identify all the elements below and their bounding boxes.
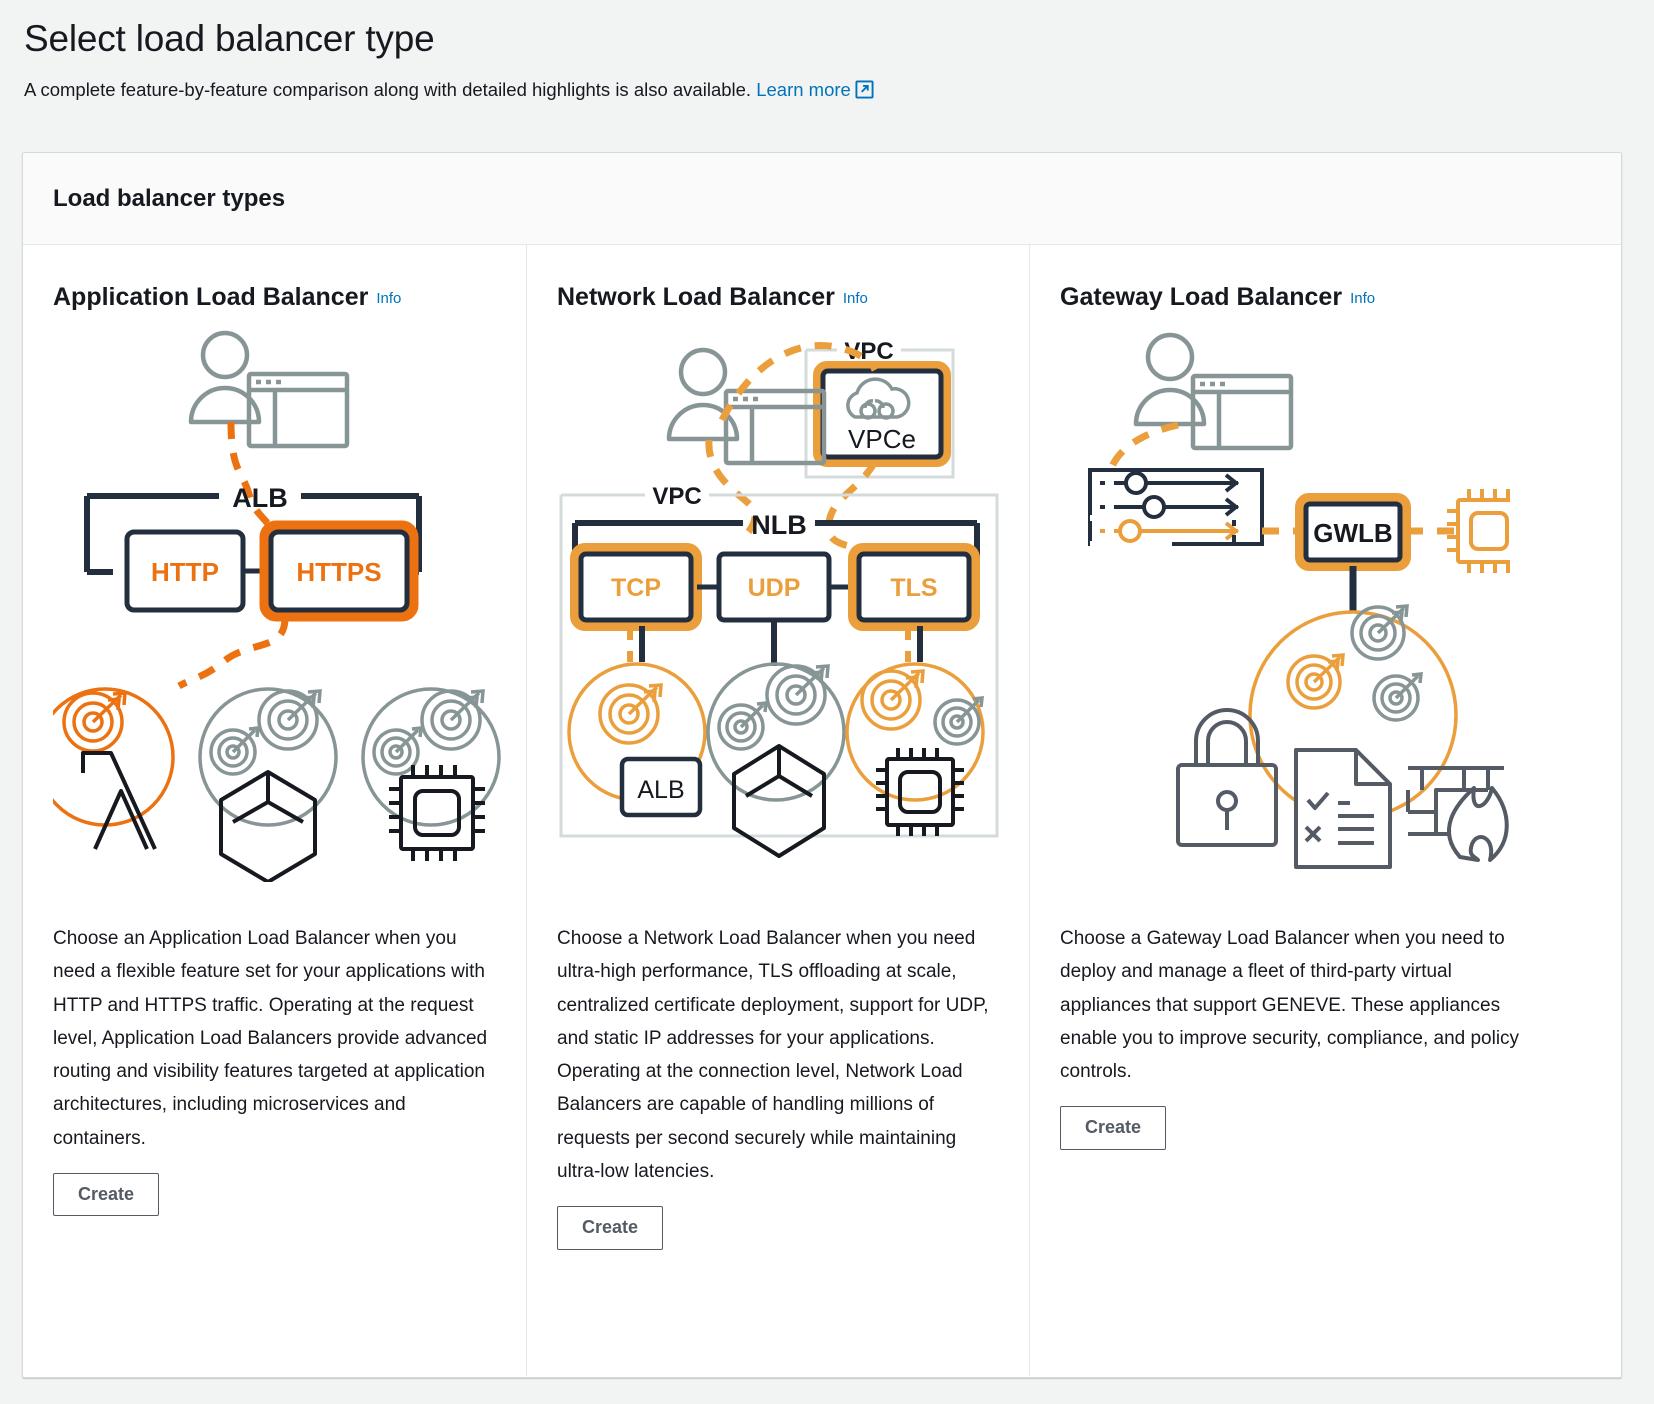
- vpce-box: VPCe: [813, 361, 951, 467]
- target-group-container: [706, 662, 846, 858]
- lambda-icon: [81, 751, 157, 850]
- info-link-gwlb[interactable]: Info: [1350, 290, 1376, 307]
- create-button-nlb[interactable]: Create: [557, 1206, 664, 1250]
- listener-tcp-box[interactable]: TCP: [570, 543, 702, 631]
- diagram-alb-svg: ALB HTTP HTTPS: [53, 330, 501, 882]
- learn-more-link[interactable]: Learn more: [756, 79, 851, 100]
- diagram-gwlb-svg: GWLB: [1088, 332, 1510, 869]
- info-link-nlb[interactable]: Info: [842, 290, 868, 307]
- page-header: Select load balancer type A complete fea…: [0, 0, 1654, 105]
- load-balancer-types-container: Load balancer types Application Load Bal…: [22, 152, 1622, 1378]
- target-icon-gray-small-2: [933, 696, 984, 746]
- target-icon-orange: [598, 683, 663, 745]
- load-balancer-cards: Application Load Balancer Info: [23, 245, 1621, 1376]
- listener-https-box[interactable]: HTTPS: [259, 520, 419, 622]
- gwlb-label: GWLB: [1313, 518, 1392, 548]
- target-icon-gray-2: [1372, 672, 1423, 722]
- card-title-nlb-text: Network Load Balancer: [557, 283, 835, 311]
- traffic-path-client-to-https: [227, 421, 279, 541]
- user-browser-icon: [666, 347, 827, 466]
- alb-bracket: [84, 493, 422, 575]
- card-application-load-balancer: Application Load Balancer Info: [23, 245, 526, 1376]
- target-icon-gray-small: [717, 701, 768, 751]
- card-title-gwlb: Gateway Load Balancer Info: [1060, 283, 1591, 312]
- alb-target-box: ALB: [619, 756, 703, 818]
- card-title-alb: Application Load Balancer Info: [53, 283, 496, 312]
- vpce-label: VPCe: [848, 424, 916, 454]
- target-icon-gray-small: [209, 726, 260, 776]
- ec2-instance-icon: [389, 765, 485, 861]
- traffic-path-https-to-target: [177, 617, 289, 690]
- target-group-ec2: [361, 687, 501, 861]
- vpc-frame-top: [804, 348, 955, 479]
- target-icon-gray-large-2: [420, 689, 485, 751]
- card-description-alb: Choose an Application Load Balancer when…: [53, 928, 488, 1149]
- card-network-load-balancer: Network Load Balancer Info VPC: [526, 245, 1029, 1376]
- diagram-nlb: VPC VPCe: [557, 322, 999, 922]
- listener-tcp-label: TCP: [611, 574, 661, 602]
- ec2-instance-icon: [1447, 489, 1510, 573]
- cloud-icon: [846, 377, 911, 420]
- listener-udp-label: UDP: [748, 574, 801, 602]
- diagram-gwlb: GWLB: [1060, 322, 1591, 922]
- ec2-instance-icon: [876, 748, 964, 836]
- card-gateway-load-balancer: Gateway Load Balancer Info: [1029, 245, 1621, 1376]
- traffic-path-client-to-vpce: [718, 342, 879, 422]
- listener-udp-box[interactable]: UDP: [716, 551, 832, 623]
- vpc-frame-main: [559, 493, 999, 838]
- gwlb-box: GWLB: [1295, 493, 1411, 571]
- card-title-nlb: Network Load Balancer Info: [557, 283, 999, 312]
- listener-tls-label: TLS: [890, 574, 937, 602]
- card-title-alb-text: Application Load Balancer: [53, 283, 369, 311]
- card-title-gwlb-text: Gateway Load Balancer: [1060, 283, 1343, 311]
- diagram-nlb-svg: VPC VPCe: [559, 338, 999, 858]
- target-label-alb: ALB: [637, 776, 684, 804]
- target-icon-orange-2: [860, 669, 925, 731]
- card-description-gwlb: Choose a Gateway Load Balancer when you …: [1060, 928, 1520, 1082]
- page-title: Select load balancer type: [24, 18, 435, 59]
- user-browser-icon: [188, 330, 350, 449]
- traffic-path-vpce-to-tls: [825, 460, 879, 554]
- external-link-icon: [855, 80, 874, 106]
- create-button-alb[interactable]: Create: [53, 1172, 160, 1217]
- target-group-appliances: [1176, 604, 1509, 869]
- listener-tls-box[interactable]: TLS: [848, 543, 980, 631]
- page-subtitle-text: A complete feature-by-feature comparison…: [24, 78, 752, 100]
- target-icon-gray-small-2: [372, 726, 423, 776]
- target-group-alb: ALB: [567, 662, 707, 818]
- compliance-document-icon: [1294, 748, 1392, 869]
- learn-more-label: Learn more: [756, 78, 851, 100]
- create-button-gwlb[interactable]: Create: [1060, 1106, 1167, 1150]
- firewall-icon: [1406, 766, 1509, 862]
- target-icon-orange: [1286, 653, 1345, 710]
- target-icon-gray-1: [1350, 604, 1409, 661]
- container-icon: [732, 744, 826, 858]
- vpc-label-main: VPC: [652, 483, 701, 510]
- traffic-path-client-to-tcp: [705, 439, 759, 541]
- target-icon-gray-large: [765, 664, 830, 726]
- section-title: Load balancer types: [53, 184, 286, 212]
- target-icon-gray-large: [257, 689, 322, 751]
- card-description-nlb: Choose a Network Load Balancer when you …: [557, 928, 989, 1182]
- target-group-lambda: [53, 687, 175, 850]
- listener-http-label: HTTP: [151, 557, 219, 587]
- target-group-container: [198, 687, 338, 882]
- target-group-ec2: [845, 662, 985, 836]
- user-browser-icon: [1133, 332, 1294, 451]
- alb-bracket-label: ALB: [232, 483, 288, 513]
- nlb-bracket-label: NLB: [751, 510, 807, 540]
- lock-icon: [1176, 708, 1278, 847]
- info-link-alb[interactable]: Info: [376, 290, 402, 307]
- route-table-icon: [1088, 468, 1264, 547]
- container-header: Load balancer types: [23, 153, 1621, 245]
- diagram-alb: ALB HTTP HTTPS: [53, 322, 501, 922]
- target-icon-orange: [62, 691, 127, 753]
- listener-https-label: HTTPS: [296, 557, 381, 587]
- container-icon: [219, 770, 317, 882]
- listener-http-box[interactable]: HTTP: [124, 529, 246, 613]
- page-subtitle: A complete feature-by-feature comparison…: [24, 77, 1630, 106]
